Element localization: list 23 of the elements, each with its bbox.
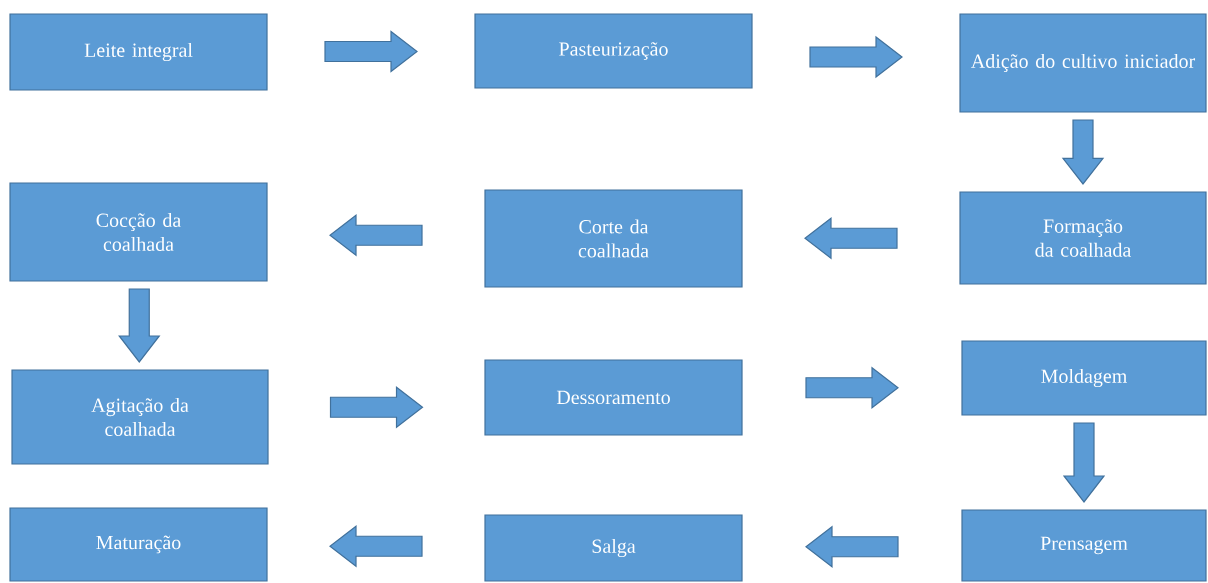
block-arrow	[329, 386, 424, 429]
process-box: Salga	[484, 514, 743, 582]
process-box: Cocção da coalhada	[9, 182, 268, 282]
process-box: Agitação da coalhada	[11, 369, 269, 465]
block-arrow	[809, 35, 903, 79]
process-box: Prensagem	[961, 509, 1207, 582]
block-arrow	[118, 288, 161, 363]
block-arrow	[1061, 119, 1105, 185]
block-arrow	[1062, 422, 1106, 503]
block-arrow	[805, 366, 899, 409]
block-arrow	[329, 525, 423, 568]
block-arrow	[329, 214, 423, 257]
block-arrow	[324, 30, 418, 73]
block-arrow	[805, 525, 899, 568]
process-box: Pasteurização	[474, 13, 753, 89]
block-arrow	[804, 217, 898, 260]
process-box: Maturação	[9, 507, 268, 582]
process-box: Corte da coalhada	[484, 189, 743, 288]
process-box: Leite integral	[9, 13, 268, 91]
process-box: Adição do cultivo iniciador	[959, 13, 1207, 113]
process-box: Formação da coalhada	[959, 191, 1207, 285]
process-box: Dessoramento	[484, 359, 743, 436]
process-box: Moldagem	[961, 340, 1207, 416]
